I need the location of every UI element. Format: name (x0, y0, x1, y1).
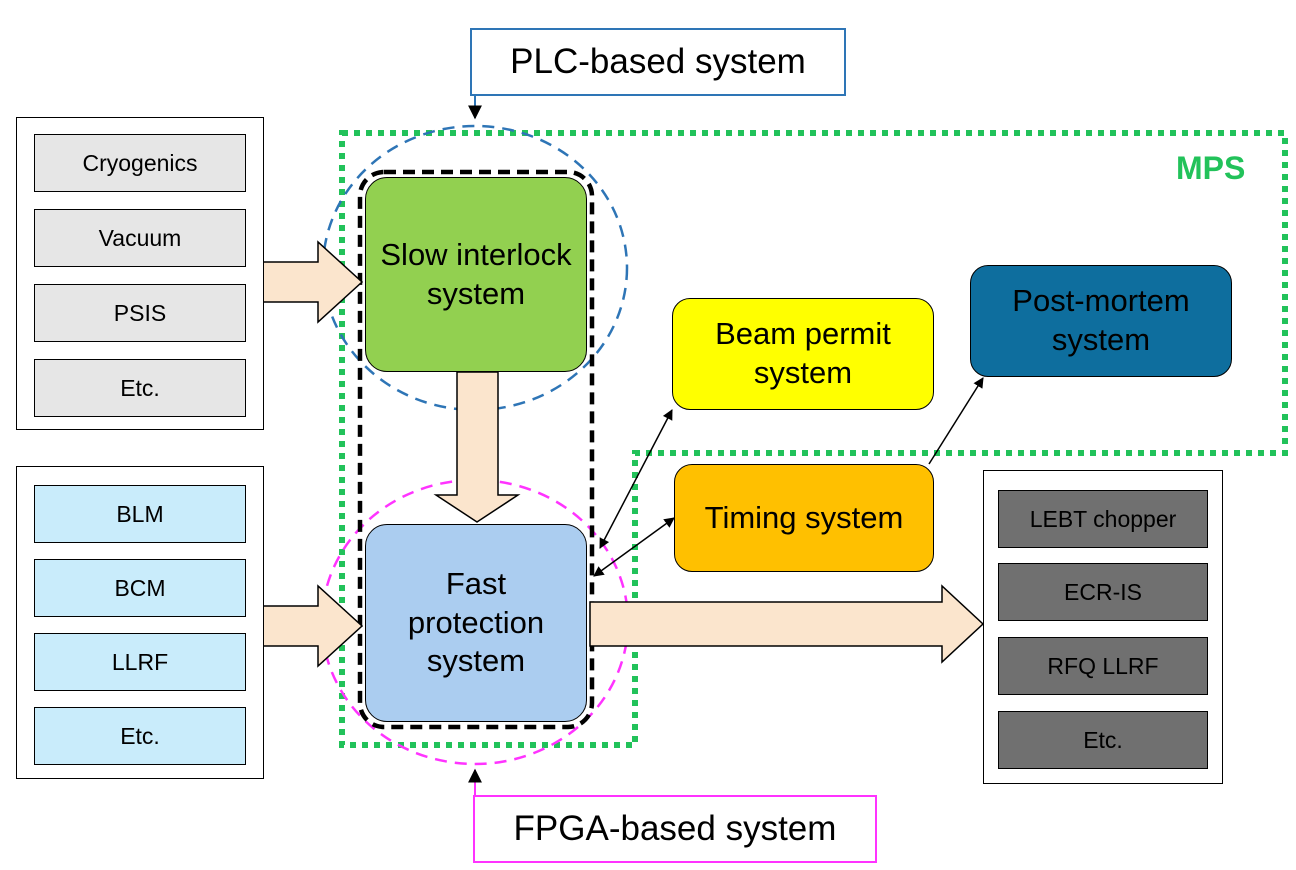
input-bcm: BCM (34, 559, 246, 617)
output-etc: Etc. (998, 711, 1208, 769)
slow-inputs-arrow (262, 240, 364, 324)
input-cryogenics: Cryogenics (34, 134, 246, 192)
timing-post-mortem-connector (928, 377, 984, 465)
timing-system: Timing system (674, 464, 934, 572)
input-etc-fast: Etc. (34, 707, 246, 765)
output-ecr-is: ECR-IS (998, 563, 1208, 621)
slow-to-fast-arrow (433, 371, 521, 523)
fpga-based-label: FPGA-based system (473, 795, 877, 863)
input-psis: PSIS (34, 284, 246, 342)
plc-based-label: PLC-based system (470, 28, 846, 96)
fast-timing-connector (593, 517, 675, 577)
mps-label: MPS (1176, 150, 1246, 186)
input-vacuum: Vacuum (34, 209, 246, 267)
slow-interlock-system: Slow interlock system (365, 177, 587, 372)
beam-permit-system: Beam permit system (672, 298, 934, 410)
input-llrf: LLRF (34, 633, 246, 691)
post-mortem-system: Post-mortem system (970, 265, 1232, 377)
input-etc-slow: Etc. (34, 359, 246, 417)
fast-protection-system: Fast protection system (365, 524, 587, 722)
fast-inputs-arrow (262, 584, 364, 668)
input-blm: BLM (34, 485, 246, 543)
core-systems-enclosure (357, 169, 595, 730)
fast-to-outputs-arrow (589, 584, 985, 664)
output-rfq-llrf: RFQ LLRF (998, 637, 1208, 695)
output-lebt-chopper: LEBT chopper (998, 490, 1208, 548)
